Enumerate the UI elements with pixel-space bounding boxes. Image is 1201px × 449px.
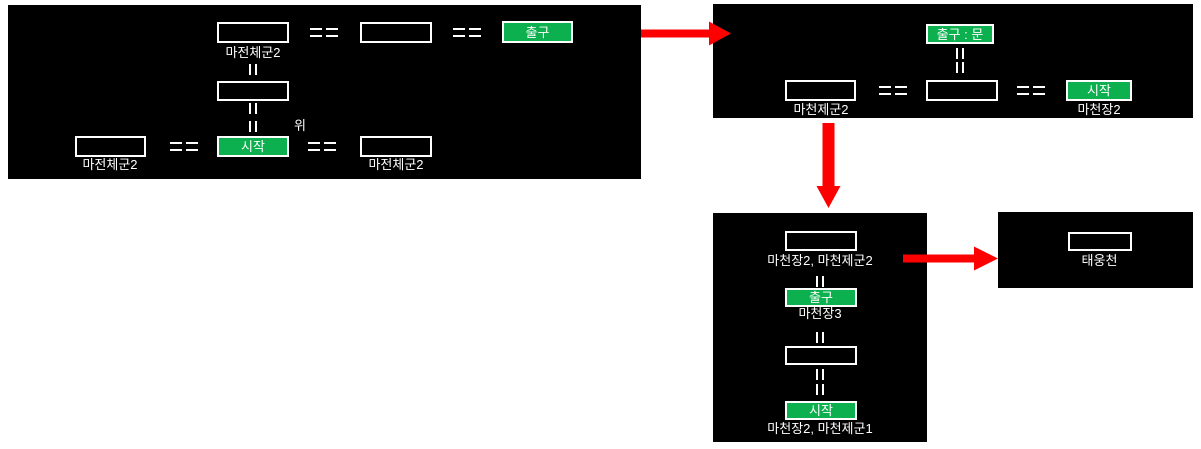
panel3-top-room-label: 마천장2, 마천제군2 [767,253,873,268]
equals-connector [308,142,336,151]
vertical-connector [816,332,824,343]
panel3-top-room-box [785,231,857,251]
map-panel-4: 태웅천 [998,212,1193,288]
panel1-start-label: 시작 [241,139,265,154]
vertical-connector [249,103,257,114]
panel2-middle-room-box [926,80,998,101]
panel1-top-room-label: 마전체군2 [225,45,281,60]
panel1-middle-room-box [217,81,289,101]
arrow-panel2-to-panel3-icon [816,123,841,208]
panel4-room-label: 태웅천 [1081,253,1118,268]
equals-connector [879,86,907,95]
panel1-exit-node: 출구 [502,21,573,43]
vertical-connector [249,64,257,75]
panel1-start-node: 시작 [217,136,289,157]
panel3-exit-label: 출구 [809,290,833,305]
equals-connector [310,28,338,37]
map-panel-2: 출구 : 문 마천제군2 시작 마천장2 [713,4,1193,118]
panel2-start-room-label: 마천장2 [1077,102,1121,117]
panel1-bottom-right-room-label: 마전체군2 [368,157,424,172]
panel2-start-label: 시작 [1087,83,1111,98]
vertical-connector [816,369,824,380]
panel2-left-room-box [785,80,856,101]
panel1-exit-label: 출구 [525,24,550,40]
vertical-connector [816,384,824,395]
panel1-bottom-left-room-box [75,136,146,157]
vertical-connector [956,48,964,59]
panel1-bottom-right-room-box [360,136,432,157]
panel1-top-room-box [217,22,289,43]
equals-connector [1017,86,1045,95]
vertical-connector [816,276,824,287]
vertical-connector [249,121,257,132]
panel3-start-node: 시작 [785,401,857,420]
equals-connector [170,142,198,151]
panel2-start-node: 시작 [1066,80,1132,101]
map-panel-3: 마천장2, 마천제군2 출구 마천장3 시작 마천장2, 마천제군1 [713,213,927,442]
panel1-up-note: 위 [294,118,306,133]
panel2-left-room-label: 마천제군2 [793,102,849,117]
panel2-exit-door-node: 출구 : 문 [926,24,994,44]
panel4-room-box [1068,232,1132,251]
equals-connector [453,28,481,37]
panel1-unnamed-room-box-top [360,22,432,43]
map-panel-1: 마전체군2 출구 위 마전체군2 시작 마전체군2 [8,5,641,179]
panel2-exit-door-label: 출구 : 문 [936,26,984,42]
panel3-exit-node: 출구 [785,288,857,307]
panel3-bottom-room-label: 마천장2, 마천제군1 [767,421,873,436]
panel1-bottom-left-room-label: 마전체군2 [82,157,138,172]
panel3-exit-room-label: 마천장3 [798,306,842,321]
vertical-connector [956,62,964,73]
panel3-start-label: 시작 [809,403,833,418]
panel3-middle-room-box [785,346,857,365]
